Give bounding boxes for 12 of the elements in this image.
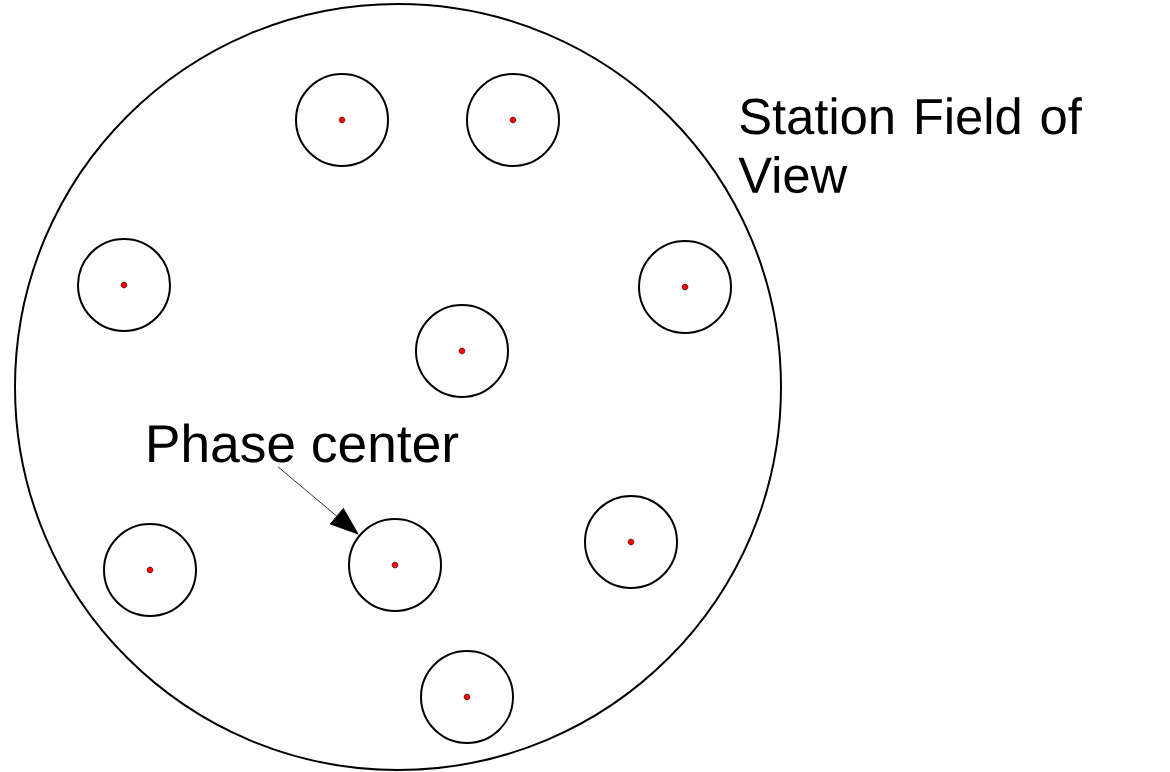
circle-label: Station Field of View <box>738 97 1082 194</box>
beam-circle <box>420 650 514 744</box>
callout-text: Phase center <box>149 423 459 463</box>
beam-circle <box>77 238 171 332</box>
beam-circle <box>584 495 678 589</box>
arrow <box>277 466 359 535</box>
beam-circle <box>466 73 560 167</box>
beam-circle <box>638 240 732 334</box>
beam-circle <box>103 523 197 617</box>
beam-circle <box>348 518 442 612</box>
beam-circle <box>415 304 509 398</box>
beam-circle <box>295 73 389 167</box>
